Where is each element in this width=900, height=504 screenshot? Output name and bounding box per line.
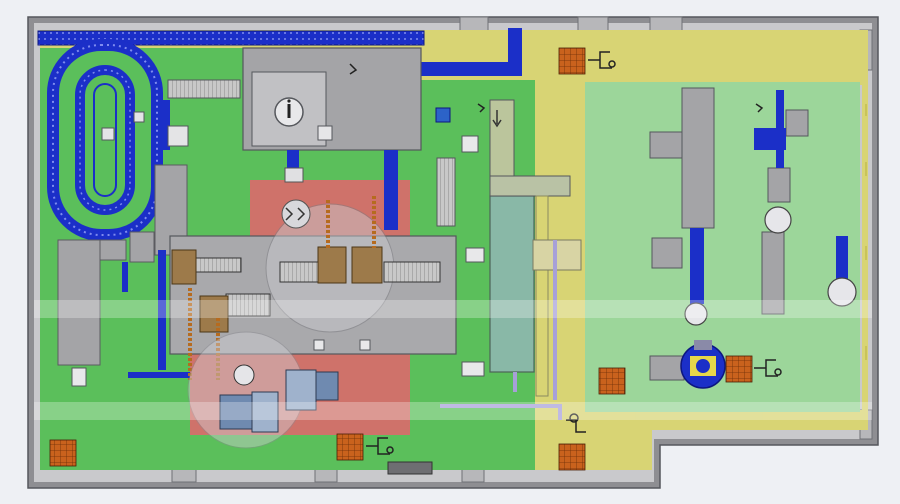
conveyor-left-blue-lines <box>122 100 190 378</box>
press-machines <box>171 246 383 333</box>
machines-right-zone <box>649 87 809 381</box>
round-tanks <box>684 206 857 326</box>
roller-conveyors <box>194 257 441 317</box>
machine-small-center <box>284 167 304 183</box>
small-cabinets-left <box>101 111 189 147</box>
robot-cell-top <box>281 199 311 229</box>
blue-cabinet <box>435 107 451 123</box>
direction-arrow-icon <box>492 110 502 128</box>
pallet-icon <box>49 47 753 471</box>
machine-center-top <box>242 47 422 151</box>
machine-center-top-box <box>317 125 333 141</box>
bench-bottom <box>387 461 433 475</box>
info-icon[interactable] <box>287 99 291 118</box>
conveyor-blue-right <box>690 90 848 304</box>
robot-cell-icon <box>680 340 726 389</box>
guide-bands <box>34 300 872 420</box>
conveyor-left-long <box>57 164 188 366</box>
robot-arm-icon <box>349 51 782 455</box>
small-boxes <box>71 135 485 387</box>
staircase-left <box>167 79 241 99</box>
staircase-center <box>436 157 456 227</box>
ladder-posts <box>188 196 376 380</box>
piping <box>440 240 562 420</box>
motor-icon <box>187 331 339 449</box>
